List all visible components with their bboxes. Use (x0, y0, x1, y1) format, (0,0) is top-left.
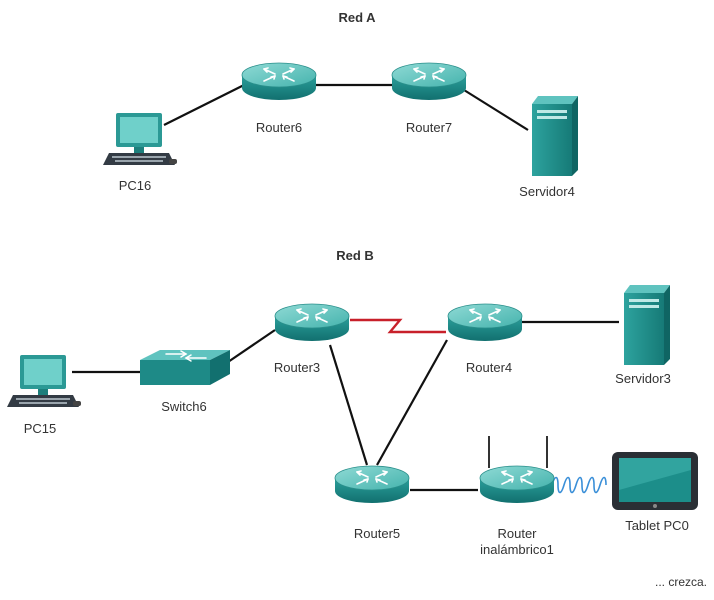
network-a-links (163, 83, 529, 131)
serial-link-router3-router4 (350, 318, 446, 334)
pc15-icon[interactable] (7, 355, 81, 407)
servidor4-label: Servidor4 (519, 184, 575, 199)
wireless-link-tablet (551, 476, 607, 494)
servidor3-icon[interactable] (624, 285, 670, 365)
router6-icon[interactable] (241, 62, 317, 101)
link-switch6-router3 (227, 329, 276, 363)
router7-icon[interactable] (391, 62, 467, 101)
router5-label: Router5 (354, 526, 400, 541)
switch6-label: Switch6 (161, 399, 207, 414)
tablet-icon[interactable] (612, 452, 698, 510)
network-b-links (72, 320, 619, 492)
link-router3-router5 (328, 344, 369, 466)
servidor4-icon[interactable] (532, 96, 578, 176)
pc16-icon[interactable] (103, 113, 177, 165)
router5-icon[interactable] (334, 465, 410, 504)
wireless-router-label-line1: Router (497, 526, 537, 541)
router3-label: Router3 (274, 360, 320, 375)
router4-icon[interactable] (447, 303, 523, 342)
router7-label: Router7 (406, 120, 452, 135)
router6-label: Router6 (256, 120, 302, 135)
servidor3-label: Servidor3 (615, 371, 671, 386)
switch6-icon[interactable] (140, 350, 230, 385)
wireless-router-label-line2: inalámbrico1 (480, 542, 554, 557)
pc15-label: PC15 (24, 421, 57, 436)
footer-note: ... crezca. (655, 575, 707, 589)
router3-icon[interactable] (274, 303, 350, 342)
link-pc16-router6 (163, 84, 245, 126)
pc16-label: PC16 (119, 178, 152, 193)
link-router4-router5 (376, 339, 448, 466)
tablet-label: Tablet PC0 (625, 518, 689, 533)
wireless-router-icon[interactable] (479, 436, 555, 504)
router4-label: Router4 (466, 360, 512, 375)
network-a-title: Red A (338, 10, 376, 25)
network-b-title: Red B (336, 248, 374, 263)
link-router7-servidor4 (463, 89, 529, 131)
